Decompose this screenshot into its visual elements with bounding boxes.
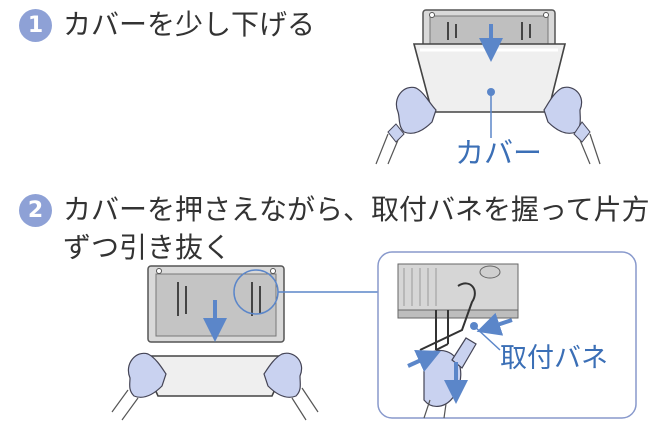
right-glove-2: [263, 352, 303, 398]
step-1-number: 1: [27, 13, 44, 38]
step-2-badge: 2: [19, 194, 52, 227]
cover-panel-1: [412, 43, 567, 113]
step-1-badge: 1: [19, 9, 52, 42]
spring-label: 取付バネ: [500, 343, 608, 374]
cover-label: カバー: [455, 136, 543, 170]
squeeze-arrow-left: [407, 350, 441, 372]
step-2-number: 2: [27, 198, 44, 223]
illustration-1: [375, 9, 601, 165]
illustration-2: [111, 265, 378, 421]
squeeze-arrow-right: [476, 312, 513, 336]
left-glove-2: [127, 352, 167, 398]
step-2-text-line2: ずつ引き抜く: [63, 231, 232, 264]
spring-wire: [419, 282, 476, 351]
left-glove-1: [395, 86, 437, 134]
step-2-text-line1: カバーを押さえながら、取付バネを握って片方: [63, 193, 650, 226]
step-1-text: カバーを少し下げる: [63, 8, 316, 41]
zoom-panel: [377, 251, 637, 419]
